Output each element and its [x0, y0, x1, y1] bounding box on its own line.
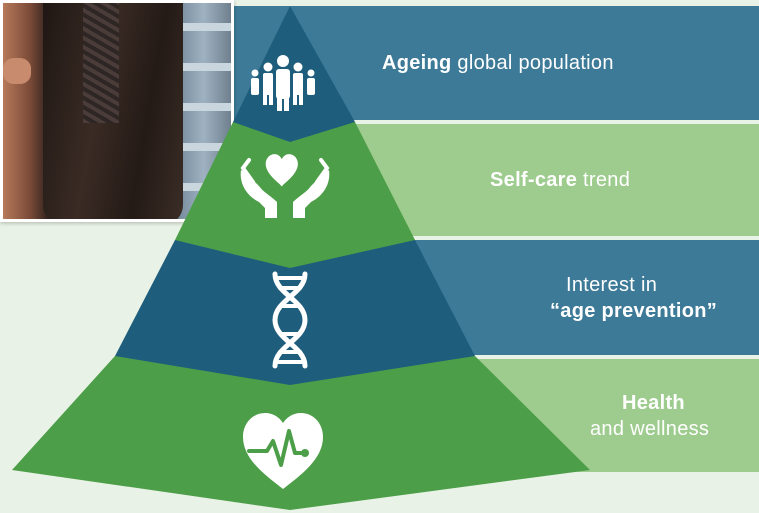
people-group-icon: [251, 55, 315, 111]
pyramid-tier-age-prevention: [115, 240, 475, 385]
band-ageing-label: Ageing global population: [382, 52, 614, 74]
band-self-care-label: Self-care trend: [490, 169, 631, 191]
hands-heart-icon: [240, 154, 330, 218]
shopper-photo: [0, 0, 234, 222]
pyramid-tier-self-care: [175, 122, 415, 268]
band-age-prevention-label: Interest in “age prevention”: [550, 273, 718, 322]
band-health-label: Health and wellness: [590, 391, 710, 440]
heart-pulse-icon: [243, 413, 323, 489]
dna-icon: [272, 271, 308, 369]
band-self-care: Self-care trend: [340, 124, 759, 236]
